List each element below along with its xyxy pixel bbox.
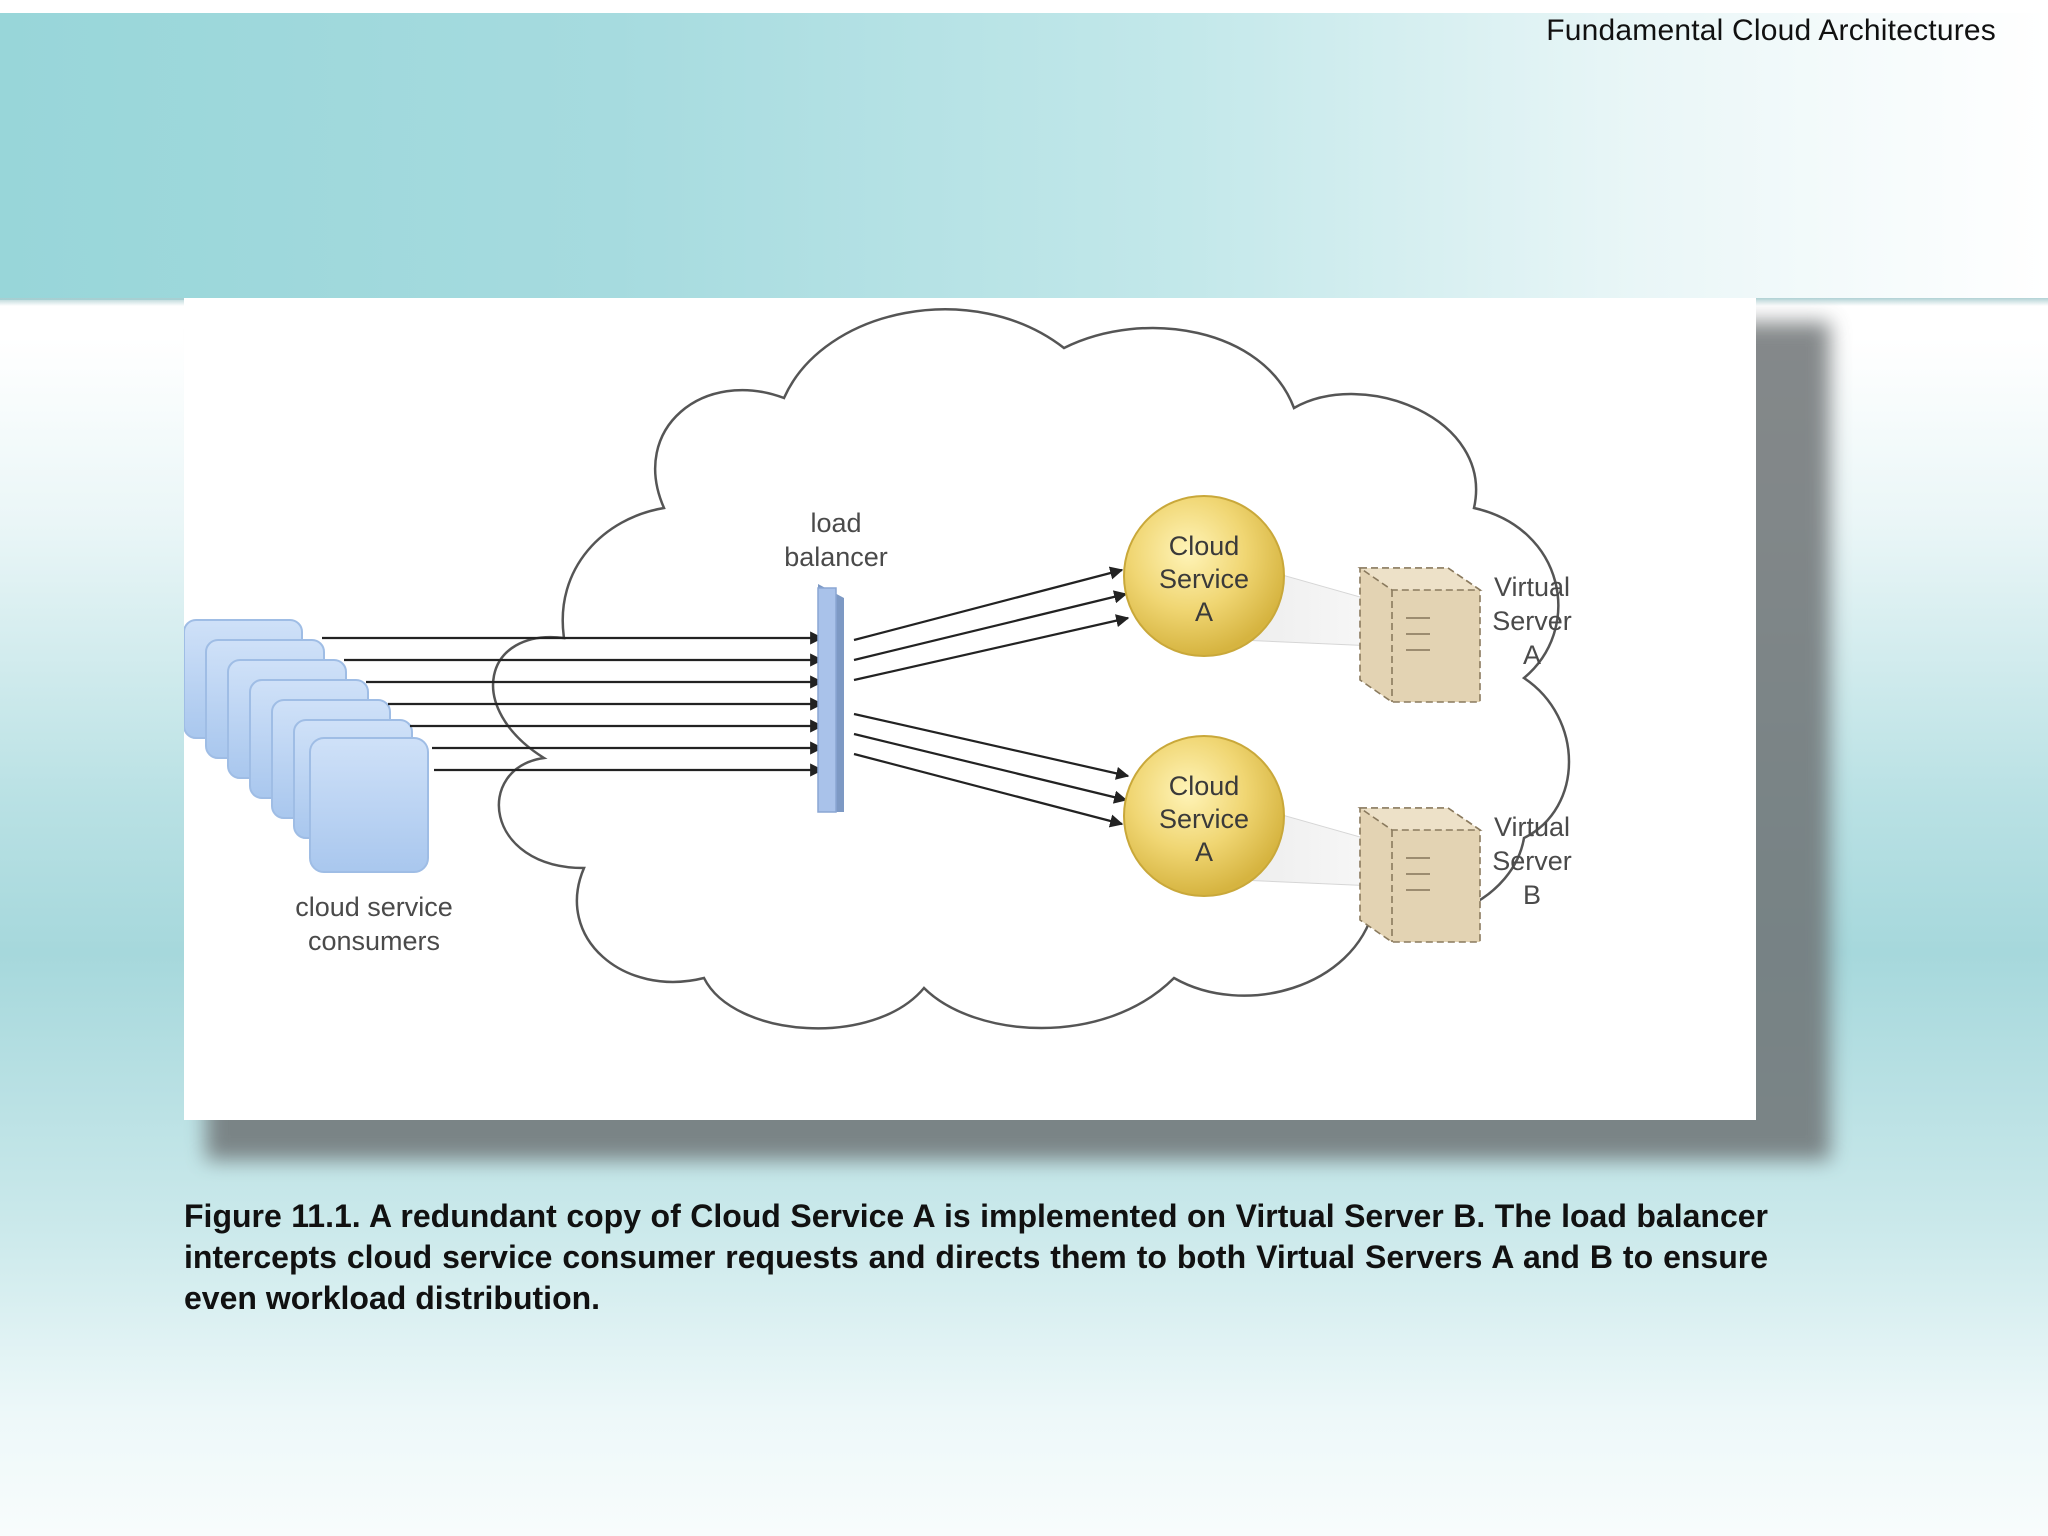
figure-caption: Figure 11.1. A redundant copy of Cloud S… [184,1198,1768,1316]
redundant-storage-diagram: load balancer cloud service consumers Cl… [184,308,1572,1030]
service-top-label-line3: A [1195,597,1213,627]
cloud-service-a-copy-icon [1123,735,1285,897]
figure-panel: load balancer cloud service consumers Cl… [184,298,1756,1120]
cloud-service-a-icon [1123,495,1285,657]
consumers-label-line1: cloud service [295,892,453,922]
server-a-label-line2: Server [1492,606,1572,636]
service-bottom-label-line1: Cloud [1169,771,1240,801]
distribution-arrows [853,566,1130,828]
virtual-server-b-icon [1357,807,1483,943]
load-balancer-label-line1: load [810,508,861,538]
server-a-label-line1: Virtual [1494,572,1570,602]
server-a-label-line3: A [1523,640,1541,670]
service-top-label-line1: Cloud [1169,531,1240,561]
server-b-label-line2: Server [1492,846,1572,876]
service-bottom-label-line2: Service [1159,804,1249,834]
load-balancer [817,584,844,813]
service-bottom-label-line3: A [1195,837,1213,867]
load-balancer-label-line2: balancer [784,542,888,572]
request-arrows [322,631,824,777]
virtual-server-a-icon [1357,567,1483,703]
header-title: Fundamental Cloud Architectures [1546,14,1996,47]
server-b-label-line1: Virtual [1494,812,1570,842]
server-b-label-line3: B [1523,880,1541,910]
header-band [0,0,2048,306]
consumers-label-line2: consumers [308,926,440,956]
service-top-label-line2: Service [1159,564,1249,594]
consumer-stack [184,619,429,873]
